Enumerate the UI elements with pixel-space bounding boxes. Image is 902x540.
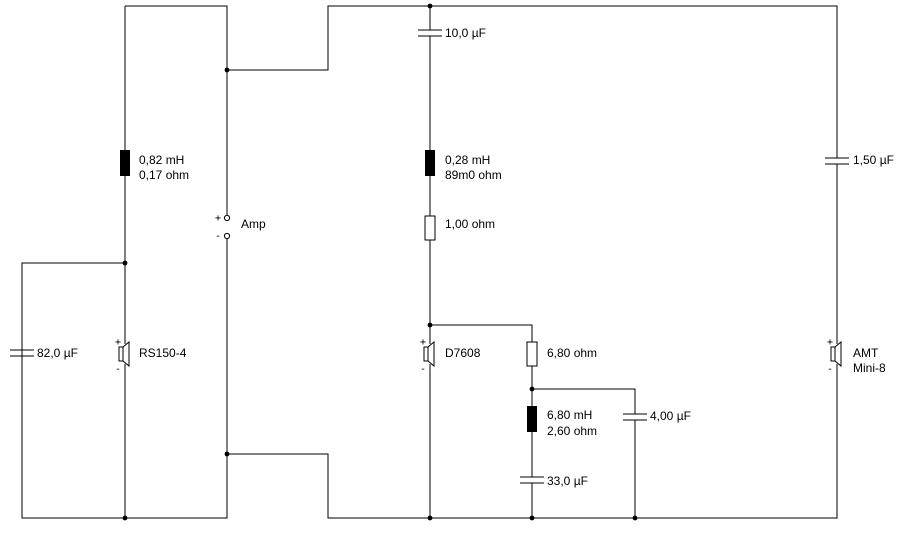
speaker-tweeter-minus: -: [827, 364, 833, 375]
wires: [21, 5, 838, 519]
speaker-woofer-label: RS150-4: [139, 346, 187, 360]
speaker-tweeter-label-line2: Mini-8: [853, 361, 886, 375]
capacitor-c1: 82,0 µF: [10, 346, 78, 360]
speaker-mid-cone: [427, 340, 435, 368]
inductor-l3-body: [527, 406, 537, 432]
junction-dot: [427, 515, 433, 521]
inductor-l2-resistance: 89m0 ohm: [445, 168, 502, 182]
speaker-mid-minus: -: [420, 364, 426, 375]
resistor-r2-value: 6,80 ohm: [547, 346, 597, 360]
resistor-r2-body: [526, 341, 538, 367]
speaker-tweeter: + - AMT Mini-8: [827, 337, 886, 375]
inductor-l3-resistance: 2,60 ohm: [547, 424, 597, 438]
resistor-r1: 1,00 ohm: [424, 215, 495, 241]
junction-dots: [122, 3, 638, 521]
speaker-woofer-plus: +: [115, 337, 121, 348]
inductor-l3: 6,80 mH 2,60 ohm: [527, 406, 597, 438]
inductor-l1: 0,82 mH 0,17 ohm: [120, 150, 189, 182]
amp-plus-terminal: [223, 214, 231, 222]
inductor-l2-value: 0,28 mH: [445, 153, 490, 167]
capacitor-c3-value: 33,0 µF: [547, 474, 588, 488]
amp-plus-sign: +: [215, 213, 221, 224]
amp-minus-sign: -: [215, 231, 221, 242]
inductor-l3-value: 6,80 mH: [547, 408, 592, 422]
capacitor-c2-value: 10,0 µF: [445, 26, 486, 40]
speaker-tweeter-cone: [834, 340, 842, 368]
junction-dot: [427, 3, 433, 9]
junction-dot: [427, 322, 433, 328]
capacitor-c5-value: 1,50 µF: [853, 153, 894, 167]
junction-dot: [529, 515, 535, 521]
speaker-tweeter-plus: +: [827, 337, 833, 348]
junction-dot: [529, 386, 535, 392]
amp-terminals: + - Amp: [215, 213, 266, 242]
inductor-l2: 0,28 mH 89m0 ohm: [425, 150, 502, 182]
speaker-mid-magnet: [423, 346, 429, 362]
inductor-l2-body: [425, 150, 435, 176]
inductor-l1-resistance: 0,17 ohm: [139, 168, 189, 182]
speaker-woofer: + - RS150-4: [115, 337, 187, 375]
amp-minus-terminal: [223, 232, 231, 240]
inductor-l1-body: [120, 150, 130, 176]
junction-dot: [224, 451, 230, 457]
speaker-mid: + - D7608: [420, 337, 481, 375]
inductor-l1-value: 0,82 mH: [139, 153, 184, 167]
junction-dot: [122, 260, 128, 266]
capacitor-c3: 33,0 µF: [520, 474, 588, 488]
capacitor-c2: 10,0 µF: [418, 26, 486, 40]
junction-dot: [632, 515, 638, 521]
capacitor-c1-value: 82,0 µF: [37, 346, 78, 360]
amp-label: Amp: [241, 217, 266, 231]
capacitor-c5: 1,50 µF: [825, 153, 894, 167]
resistor-r2: 6,80 ohm: [526, 341, 597, 367]
junction-dot: [122, 515, 128, 521]
speaker-tweeter-magnet: [830, 346, 836, 362]
capacitor-c4-value: 4,00 µF: [650, 409, 691, 423]
speaker-tweeter-label-line1: AMT: [853, 346, 879, 360]
capacitor-c4: 4,00 µF: [623, 409, 691, 423]
resistor-r1-body: [424, 215, 436, 241]
speaker-mid-label: D7608: [445, 346, 481, 360]
speaker-woofer-cone: [122, 340, 130, 368]
junction-dot: [224, 67, 230, 73]
speaker-mid-plus: +: [420, 337, 426, 348]
resistor-r1-value: 1,00 ohm: [445, 217, 495, 231]
speaker-woofer-minus: -: [115, 364, 121, 375]
speaker-woofer-magnet: [118, 346, 124, 362]
